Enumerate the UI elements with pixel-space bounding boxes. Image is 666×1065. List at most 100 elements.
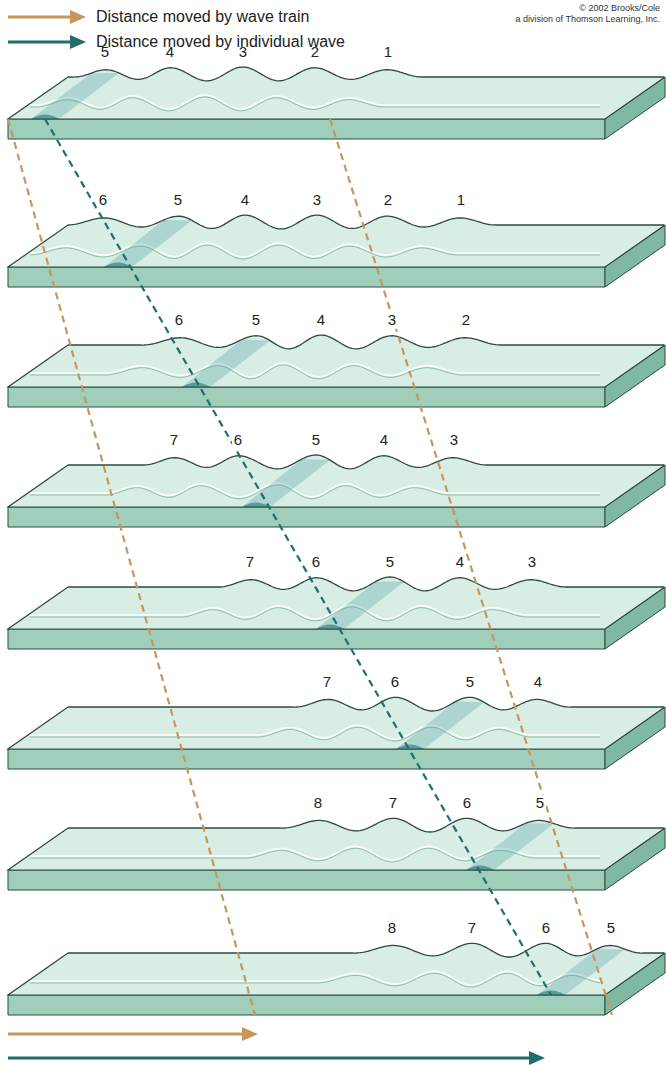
wave-number: 7: [168, 432, 180, 449]
tracked-wave-crest: [182, 383, 210, 388]
tracked-wave-crest: [31, 115, 59, 120]
water-surface: [8, 943, 664, 995]
water-slab: [8, 943, 665, 1015]
tracked-wave-band: [316, 581, 404, 629]
slab-front: [8, 507, 605, 527]
water-surface: [8, 335, 664, 387]
tracked-wave-crest: [396, 745, 424, 750]
legend-item: Distance moved by individual wave: [8, 32, 345, 52]
wave-number: 1: [455, 192, 467, 209]
slab-front: [8, 629, 605, 649]
wave-number: 8: [386, 920, 398, 937]
slab-edge: [8, 707, 665, 749]
tracked-wave-band: [396, 701, 484, 749]
copyright-note: © 2002 Brooks/Cole: [579, 4, 660, 14]
legend-label: Distance moved by individual wave: [96, 33, 345, 51]
wave-profile: [68, 215, 664, 229]
slab-edge: [8, 465, 665, 507]
water-surface: [8, 67, 664, 119]
wave-number: 4: [454, 554, 466, 571]
legend-arrow: [8, 32, 88, 52]
legend-arrow-line-head: [70, 10, 86, 24]
wave-number: 5: [464, 674, 476, 691]
wave-number: 3: [448, 432, 460, 449]
slab-edge: [8, 77, 665, 119]
wave-reflection: [30, 607, 600, 621]
wave-reflection: [30, 245, 600, 259]
legend-arrow-line: [8, 41, 74, 44]
water-slab: [8, 67, 665, 139]
legend-arrow-line-head: [70, 35, 86, 49]
wave-number: 7: [321, 674, 333, 691]
wave-profile: [68, 943, 664, 957]
wave-reflection: [30, 727, 600, 741]
wave-profile: [68, 697, 664, 711]
wave-number: 6: [540, 920, 552, 937]
water-surface: [8, 455, 664, 507]
individual-wave-distance-arrow-head: [529, 1051, 545, 1065]
legend-arrow-line: [8, 16, 74, 19]
legend-arrow: [8, 7, 88, 27]
tracked-wave-band: [104, 220, 192, 267]
wave-number: 4: [378, 432, 390, 449]
wave-profile: [68, 577, 664, 591]
wave-train-distance-arrow-head: [242, 1027, 258, 1041]
slab-front: [8, 995, 605, 1015]
wave-profile: [68, 818, 664, 832]
slab-front: [8, 387, 605, 407]
individual-wave-track: [45, 119, 551, 995]
slab-edge: [8, 828, 665, 870]
wave-number: 4: [532, 674, 544, 691]
wave-number: 6: [173, 312, 185, 329]
wave-profile: [68, 67, 664, 81]
water-slab: [8, 818, 665, 890]
wave-number: 5: [250, 312, 262, 329]
wave-reflection: [30, 365, 600, 379]
wave-profile: [68, 455, 664, 469]
wave-number: 7: [387, 795, 399, 812]
slab-front: [8, 749, 605, 769]
wave-number: 7: [466, 920, 478, 937]
wave-number: 6: [310, 554, 322, 571]
tracked-wave-crest: [466, 866, 494, 871]
tracked-wave-crest: [104, 263, 132, 268]
water-slab: [8, 335, 665, 407]
slab-front: [8, 119, 605, 139]
wave-train-track: [8, 119, 255, 1015]
water-slab: [8, 697, 665, 769]
slab-edge: [8, 345, 665, 387]
wave-number: 5: [172, 192, 184, 209]
wave-reflection: [30, 973, 600, 987]
wave-reflection: [30, 97, 600, 111]
wave-number: 6: [97, 192, 109, 209]
wave-number: 6: [389, 674, 401, 691]
copyright-note: a division of Thomson Learning, Inc.: [516, 15, 660, 25]
wave-number: 2: [382, 192, 394, 209]
wave-number: 5: [605, 920, 617, 937]
water-slab: [8, 455, 665, 527]
slab-front: [8, 267, 605, 287]
wave-train-track: [330, 119, 612, 1015]
wave-number: 3: [526, 554, 538, 571]
wave-number: 4: [315, 312, 327, 329]
wave-number: 3: [311, 192, 323, 209]
wave-number: 8: [312, 795, 324, 812]
slab-edge: [8, 225, 665, 267]
tracked-wave-crest: [242, 503, 270, 508]
water-surface: [8, 697, 664, 749]
wave-number: 3: [386, 312, 398, 329]
wave-number: 6: [461, 795, 473, 812]
wave-number: 5: [310, 432, 322, 449]
water-surface: [8, 215, 664, 267]
slab-edge: [8, 953, 665, 995]
wave-number: 6: [232, 432, 244, 449]
wave-profile: [68, 335, 664, 349]
wave-reflection: [30, 485, 600, 499]
wave-number: 5: [534, 795, 546, 812]
individual-wave-distance-arrow: [8, 1057, 533, 1060]
wave-number: 5: [384, 554, 396, 571]
tracked-wave-band: [31, 73, 119, 119]
water-slab: [8, 577, 665, 649]
